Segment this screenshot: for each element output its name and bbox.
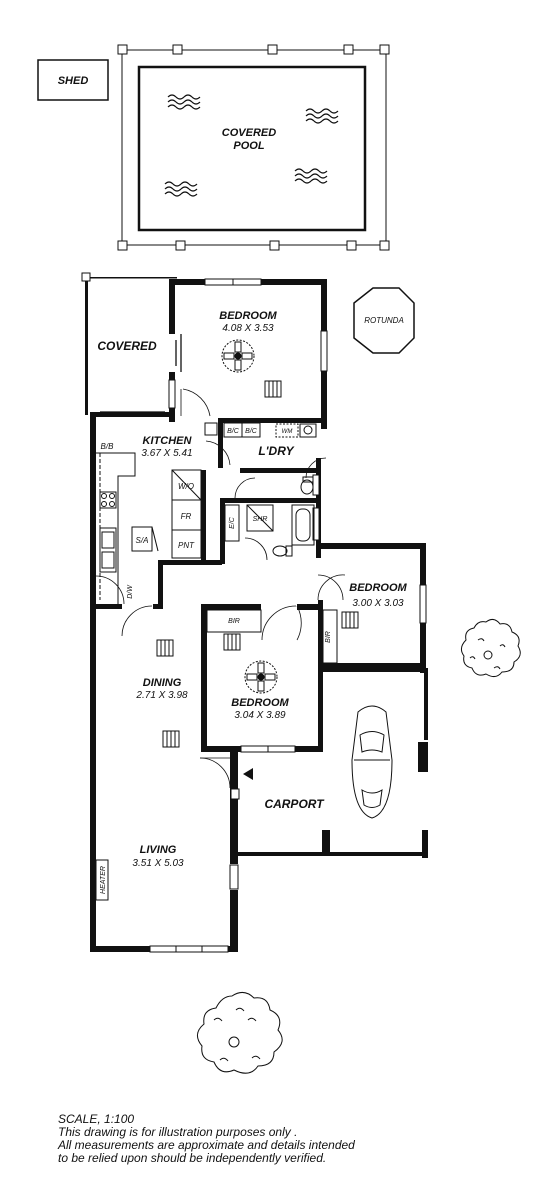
rotunda-label: ROTUNDA [364,316,404,325]
bedroom1-size: 4.08 X 3.53 [222,323,274,334]
laundry-label: L'DRY [258,444,294,458]
walls [81,272,428,952]
kitchen-label: KITCHEN [143,435,193,447]
pool-label-line2: POOL [233,140,264,152]
covered-label: COVERED [97,339,157,353]
living-label: LIVING [140,844,177,856]
water-icon [164,94,339,197]
ceiling-fan-icon [244,660,278,694]
robe-fixtures [206,609,338,664]
car-icon [351,705,393,819]
bedroom3-size: 3.04 X 3.89 [234,710,286,721]
living-size: 3.51 X 5.03 [132,858,184,869]
wm-label: WM [282,429,293,435]
shr-label: SHR [253,516,268,523]
disclaimer-line-1: This drawing is for illustration purpose… [58,1125,298,1139]
shed-outline [37,59,109,101]
ec-label: E/C [229,516,236,529]
shed-label: SHED [58,75,89,87]
tree-icon [197,992,283,1074]
tree-icon [460,618,521,678]
bedroom3-label: BEDROOM [231,697,289,709]
pnt-label: PNT [178,541,195,550]
kitchen-size: 3.67 X 5.41 [141,448,192,459]
dw-label: D/W [127,584,134,599]
bic2-label: B/C [245,428,258,435]
bir1-label: BIR [228,618,240,625]
rotunda-outline [353,287,415,354]
kitchen-fixtures [96,452,202,604]
heater-fixture [95,859,109,901]
sa-label: S/A [136,536,149,545]
vent-icon [156,380,359,748]
bedroom2-size: 3.00 X 3.03 [352,598,404,609]
bir2-label: BIR [325,631,332,643]
floor-plan: SHED COVERED POOL ROTUNDA [37,44,521,1074]
disclaimer-line-2: All measurements are approximate and det… [58,1138,355,1152]
bedroom2-label: BEDROOM [349,582,407,594]
windows [149,278,427,953]
carport-label: CARPORT [264,797,325,811]
covered-pool: COVERED POOL [117,44,390,251]
pool-label-line1: COVERED [222,127,276,139]
bic1-label: B/C [227,428,240,435]
dining-label: DINING [143,677,182,689]
laundry-fixtures [204,422,317,438]
fr-label: FR [181,512,192,521]
scale-note: SCALE, 1:100 [58,1112,135,1126]
doors [95,334,346,789]
bathroom-fixtures [224,476,315,557]
heater-label: HEATER [100,866,107,894]
ceiling-fan-icon [221,339,255,373]
wo-label: W/O [178,482,194,491]
drawing-notes: SCALE, 1:100 This drawing is for illustr… [58,1113,528,1165]
bb-label: B/B [101,442,115,451]
disclaimer-line-3: to be relied upon should be independentl… [58,1151,327,1165]
entry-arrow-icon [243,768,253,780]
dining-size: 2.71 X 3.98 [135,690,188,701]
bedroom1-label: BEDROOM [219,310,277,322]
